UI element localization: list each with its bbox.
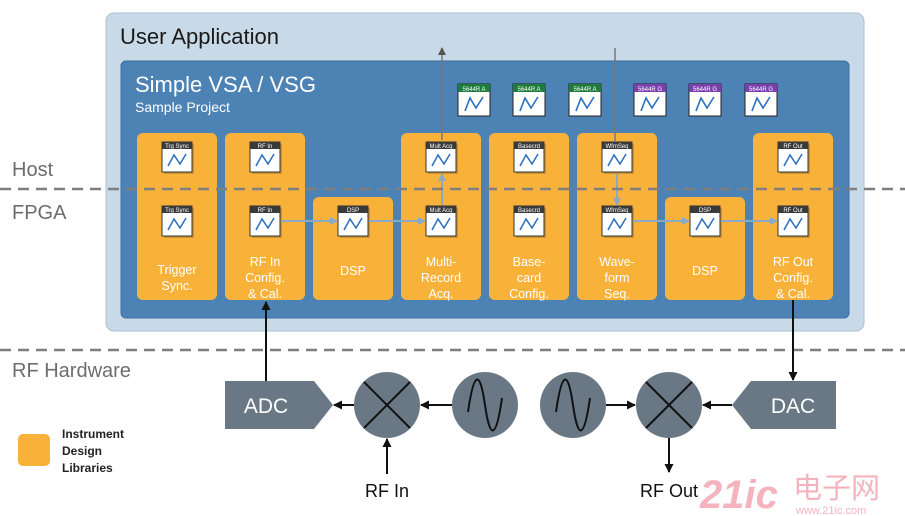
svg-text:Trg Sync: Trg Sync	[165, 208, 189, 214]
block-rf-out-fpga-icon: RF Out	[777, 205, 810, 238]
svg-text:Trg Sync: Trg Sync	[165, 144, 189, 150]
project-title: Simple VSA / VSG	[135, 72, 316, 97]
library-icon-5: 5644R G	[688, 83, 722, 117]
block-rf-in-fpga-icon: RF In	[249, 205, 282, 238]
block-trigger-fpga-icon: Trg Sync	[161, 205, 194, 238]
block-multi-record-host-icon: Mult Acq	[425, 141, 458, 174]
block-basecard-label-2: card	[517, 271, 541, 285]
layer-separators	[0, 187, 905, 352]
user-application-title: User Application	[120, 24, 279, 49]
block-dsp-1-label-1: DSP	[340, 264, 366, 278]
block-basecard-label-3: Config.	[509, 287, 549, 301]
svg-text:DSP: DSP	[699, 208, 711, 214]
library-icon-1: 5644R A	[457, 83, 491, 117]
block-waveform-fpga-icon: WfmSeq	[601, 205, 634, 238]
host-links	[438, 47, 616, 142]
block-trigger-label-1: Trigger	[157, 263, 196, 277]
svg-text:Mult Acq: Mult Acq	[429, 208, 452, 214]
library-icon-tag: 5644R G	[749, 87, 773, 93]
host-layer-label: Host	[12, 159, 54, 181]
library-icon-tag: 5644R G	[693, 87, 717, 93]
block-multi-record-label-1: Multi-	[426, 255, 457, 269]
block-basecard-host-icon: Basecrd	[513, 141, 546, 174]
svg-text:RF In: RF In	[258, 144, 273, 150]
library-icon-tag: 5644R A	[517, 87, 540, 93]
svg-text:WfmSeq: WfmSeq	[605, 208, 628, 214]
legend-line-3: Libraries	[62, 461, 113, 475]
block-waveform-host-icon: WfmSeq	[601, 141, 634, 174]
dac-block	[732, 381, 836, 429]
block-rf-in: RF In RF In RF In Config. & Cal.	[225, 133, 305, 301]
block-dsp-1: DSP DSP	[313, 197, 393, 300]
library-icon-3: 5644R A	[568, 83, 602, 117]
block-rf-out-label-2: Config.	[773, 271, 813, 285]
block-multi-record-label-3: Acq.	[428, 287, 453, 301]
library-icon-4: 5644R G	[633, 83, 667, 117]
adc-label: ADC	[244, 395, 288, 418]
svg-text:Mult Acq: Mult Acq	[429, 144, 452, 150]
rf-in-label: RF In	[365, 481, 409, 501]
svg-text:Basecrd: Basecrd	[518, 208, 540, 214]
svg-text:RF Out: RF Out	[783, 208, 803, 214]
block-rf-out-label-1: RF Out	[773, 255, 814, 269]
svg-text:RF Out: RF Out	[783, 144, 803, 150]
watermark-brand: 21ic	[699, 473, 778, 516]
block-rf-out-host-icon: RF Out	[777, 141, 810, 174]
svg-text:Basecrd: Basecrd	[518, 144, 540, 150]
block-rf-in-host-icon: RF In	[249, 141, 282, 174]
tx-mixer	[636, 372, 702, 438]
library-icon-2: 5644R A	[512, 83, 546, 117]
block-multi-record-label-2: Record	[421, 271, 461, 285]
block-basecard-label-1: Base-	[513, 255, 546, 269]
rx-mixer	[354, 372, 420, 438]
library-icon-tag: 5644R A	[462, 87, 485, 93]
dac-label: DAC	[771, 395, 815, 418]
block-dsp-2-fpga-icon: DSP	[689, 205, 722, 238]
rx-oscillator	[452, 372, 518, 438]
watermark-cn: 电子网	[793, 472, 880, 505]
block-dsp-2-label-1: DSP	[692, 264, 718, 278]
library-icon-tag: 5644R G	[638, 87, 662, 93]
block-basecard-fpga-icon: Basecrd	[513, 205, 546, 238]
rf-out-label: RF Out	[640, 481, 698, 501]
watermark: 21ic 电子网 www.21ic.com	[699, 472, 880, 516]
block-dsp-1-fpga-icon: DSP	[337, 205, 370, 238]
block-rf-in-label-3: & Cal.	[248, 287, 282, 301]
fpga-layer-label: FPGA	[12, 202, 67, 224]
svg-text:RF In: RF In	[258, 208, 273, 214]
watermark-url: www.21ic.com	[795, 505, 866, 516]
block-multi-record-fpga-icon: Mult Acq	[425, 205, 458, 238]
library-icon-tag: 5644R A	[573, 87, 596, 93]
block-rf-in-label-1: RF In	[250, 255, 281, 269]
svg-text:WfmSeq: WfmSeq	[605, 144, 628, 150]
block-rf-in-label-2: Config.	[245, 271, 285, 285]
block-waveform-label-2: form	[605, 271, 630, 285]
block-trigger-host-icon: Trg Sync	[161, 141, 194, 174]
block-waveform-label-1: Wave-	[599, 255, 635, 269]
library-icon-row: 5644R A 5644R A 5644R A 5644R G 5644R G 5644R…	[457, 83, 778, 117]
rf-hardware-chain: ADC DAC	[225, 300, 836, 501]
block-dsp-2: DSP DSP	[665, 197, 745, 300]
block-trigger-label-2: Sync.	[161, 279, 192, 293]
project-subtitle: Sample Project	[135, 99, 230, 115]
legend-line-1: Instrument	[62, 427, 124, 441]
legend-line-2: Design	[62, 444, 102, 458]
tx-oscillator	[540, 372, 606, 438]
block-waveform-label-3: Seq.	[604, 287, 630, 301]
legend-swatch	[18, 434, 50, 466]
svg-text:DSP: DSP	[347, 208, 359, 214]
rf-hardware-layer-label: RF Hardware	[12, 360, 131, 382]
block-rf-out-label-3: & Cal.	[776, 287, 810, 301]
library-icon-6: 5644R G	[744, 83, 778, 117]
legend: Instrument Design Libraries	[18, 427, 124, 475]
adc-block	[225, 381, 333, 429]
